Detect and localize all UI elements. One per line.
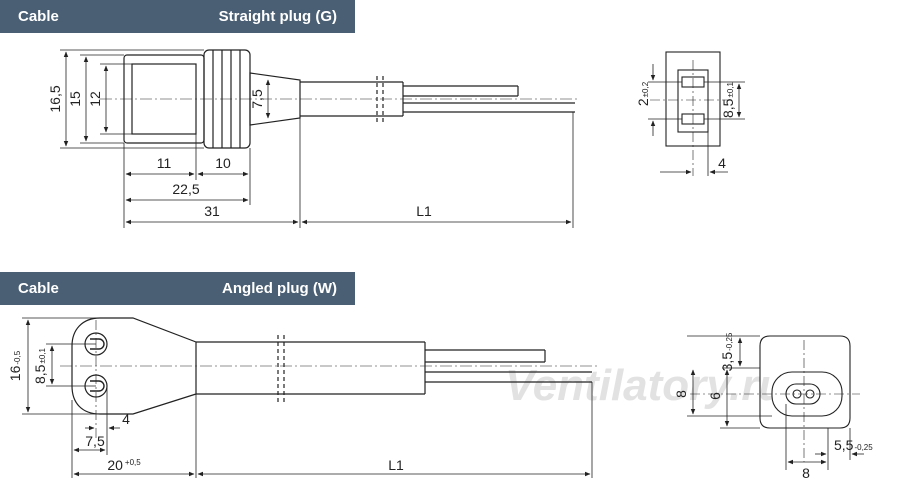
dim-L1: L1 [416,203,432,219]
side-dim-8: 8 [673,390,689,398]
side-dim-8-5: 8,5±0,1 [720,81,736,118]
section-label-left: Cable [18,8,59,25]
straight-plug-drawing [100,49,580,149]
dim-7-5: 7,5 [249,89,265,109]
side-dim-4: 4 [718,155,726,171]
straight-dimensions [60,49,574,228]
section-header-angled: Cable Angled plug (W) [0,272,355,305]
watermark: Ventilatory.ru [505,361,785,410]
dim-12: 12 [87,91,103,107]
dim-7-5: 7,5 [85,433,105,449]
dim-8-5: 8,5±0,1 [32,347,48,384]
side-dim-5-5: 5,5-0,25 [834,437,873,453]
side-dim-8b: 8 [802,465,810,481]
dim-16-5: 16,5 [47,85,63,112]
dim-22-5: 22,5 [172,181,199,197]
dim-L1: L1 [388,457,404,473]
dim-20: 20+0,5 [107,457,141,473]
side-dim-6: 6 [707,392,723,400]
dim-11: 11 [157,155,172,171]
dim-31: 31 [204,203,220,219]
angled-side-view [687,335,864,470]
section-label-right: Angled plug (W) [222,280,337,297]
dim-16: 16-0,5 [7,350,23,381]
side-dim-3-5: 3,5-0,25 [719,332,735,371]
dim-4: 4 [122,411,130,427]
section-label-left: Cable [18,280,59,297]
angled-plug-drawing [60,317,600,440]
dim-10: 10 [215,155,231,171]
angled-plug-body [71,317,197,415]
dim-15: 15 [67,91,83,107]
angled-dimensions [22,317,593,478]
section-header-straight: Cable Straight plug (G) [0,0,355,33]
side-dim-2: 2±0,2 [635,81,651,106]
straight-side-view [648,51,745,176]
section-label-right: Straight plug (G) [218,8,337,25]
